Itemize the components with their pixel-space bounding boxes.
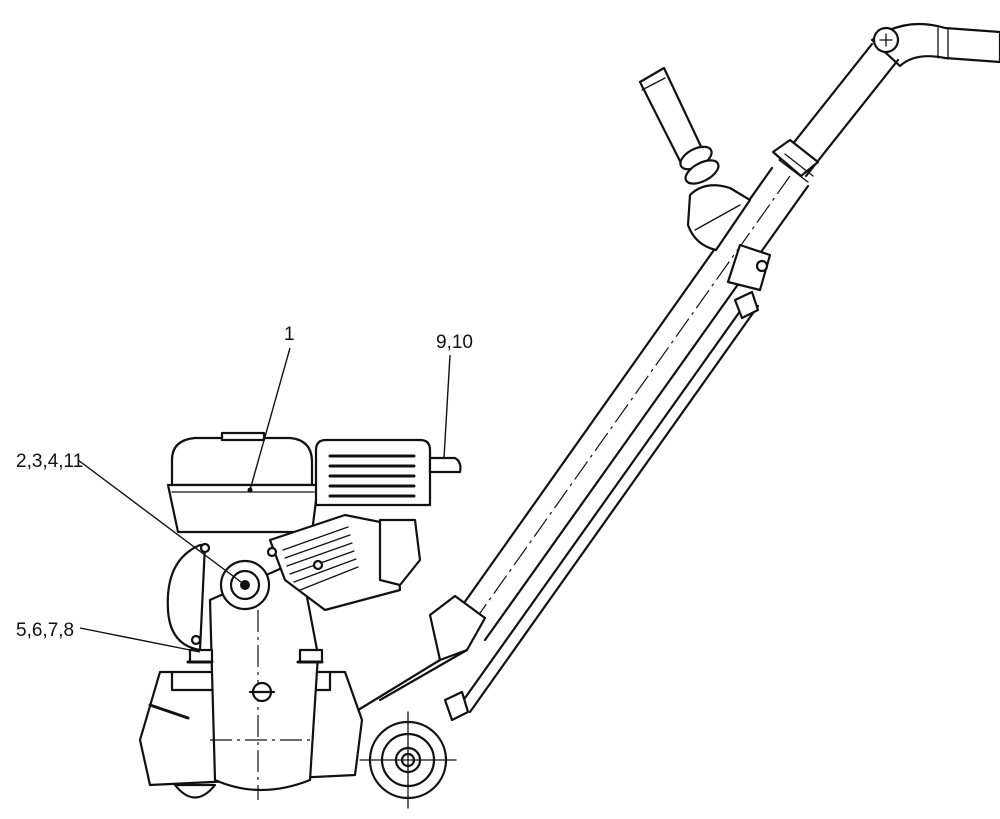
callout-label-2-3-4-11: 2,3,4,11	[16, 451, 83, 472]
leader-line-2-3-4-11	[77, 459, 246, 586]
leader-line-5-6-7-8	[79, 627, 201, 653]
callout-label-5-6-7-8: 5,6,7,8	[16, 620, 74, 641]
callout-label-9-10: 9,10	[436, 332, 473, 353]
callout-label-1: 1	[284, 324, 295, 345]
handle-assembly	[348, 22, 1000, 722]
leader-line-1	[249, 347, 291, 491]
callouts: 1 9,10 2,3,4,11 5,6,7,8	[16, 324, 473, 653]
chassis	[138, 558, 364, 800]
leader-line-9-10	[443, 354, 451, 459]
engine	[166, 431, 462, 664]
